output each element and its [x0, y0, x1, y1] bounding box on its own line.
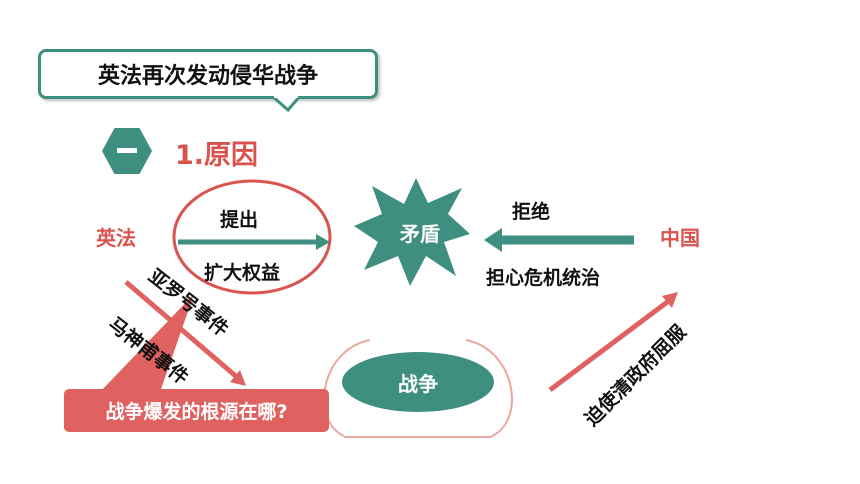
- war-ellipse: [342, 352, 494, 412]
- callout-question: 战争爆发的根源在哪?: [105, 401, 288, 423]
- war-arc: [323, 339, 513, 437]
- page-title: 英法再次发动侵华战争: [97, 64, 318, 89]
- war-label: 战争: [398, 371, 438, 396]
- party-right: 中国: [660, 226, 700, 250]
- action-expand-rights: 扩大权益: [204, 262, 281, 284]
- dash-glyph: [117, 148, 137, 153]
- conflict-label: 矛盾: [400, 221, 440, 246]
- action-propose: 提出: [220, 209, 259, 231]
- callout-pointer: [100, 294, 194, 392]
- section-heading: 1.原因: [175, 140, 259, 171]
- actions-ellipse: [172, 179, 332, 295]
- conflict-burst: [354, 178, 470, 286]
- diagonal-red-arrow-left: [124, 280, 240, 380]
- party-left: 英法: [96, 226, 136, 250]
- action-worry-rule: 担心危机统治: [486, 267, 601, 289]
- title-box: 英法再次发动侵华战争: [38, 49, 378, 99]
- title-tail: [270, 96, 302, 112]
- diagonal-red-arrow-right: [548, 298, 672, 392]
- callout-box: [64, 389, 329, 432]
- action-refuse: 拒绝: [512, 201, 551, 223]
